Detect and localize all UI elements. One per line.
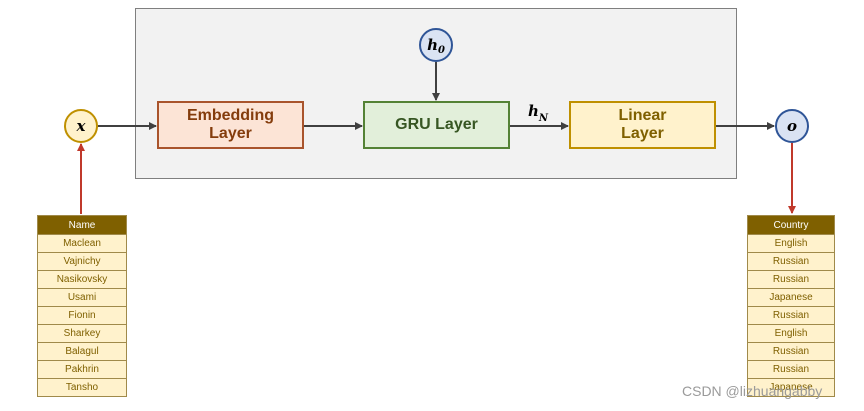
output-node-label: o <box>786 117 797 135</box>
input-node-x: x <box>64 109 98 143</box>
table-row: English <box>747 324 835 343</box>
country-table: Country English Russian Russian Japanese… <box>747 215 835 397</box>
table-row: Russian <box>747 360 835 379</box>
country-cell: Russian <box>747 306 835 325</box>
country-cell: Japanese <box>747 378 835 397</box>
hidden-init-sub: 0 <box>437 44 445 56</box>
table-row: Japanese <box>747 288 835 307</box>
watermark: CSDN @lizhuangabby <box>682 383 823 399</box>
name-cell: Usami <box>37 288 127 307</box>
table-row: Nasikovsky <box>37 270 127 289</box>
table-row: Tansho <box>37 378 127 397</box>
table-row: Maclean <box>37 234 127 253</box>
country-cell: English <box>747 234 835 253</box>
table-row: Pakhrin <box>37 360 127 379</box>
input-node-label: x <box>76 117 86 135</box>
hidden-final-base: h <box>528 102 539 120</box>
name-cell: Balagul <box>37 342 127 361</box>
country-cell: Japanese <box>747 288 835 307</box>
name-cell: Vajnichy <box>37 252 127 271</box>
country-table-header: Country <box>747 215 835 235</box>
country-cell: Russian <box>747 252 835 271</box>
hidden-final-label: hN <box>528 102 548 124</box>
name-table-header: Name <box>37 215 127 235</box>
table-row: Sharkey <box>37 324 127 343</box>
country-cell: Russian <box>747 270 835 289</box>
linear-layer: Linear Layer <box>569 101 716 149</box>
name-cell: Fionin <box>37 306 127 325</box>
hidden-final-sub: N <box>538 113 549 124</box>
country-cell: Russian <box>747 360 835 379</box>
table-row: Russian <box>747 270 835 289</box>
table-row: Fionin <box>37 306 127 325</box>
name-table: Name Maclean Vajnichy Nasikovsky Usami F… <box>37 215 127 397</box>
table-row: Russian <box>747 342 835 361</box>
hidden-init-base: h <box>427 36 438 54</box>
table-row: Vajnichy <box>37 252 127 271</box>
output-node-o: o <box>775 109 809 143</box>
country-cell: English <box>747 324 835 343</box>
table-row: English <box>747 234 835 253</box>
embedding-layer: Embedding Layer <box>157 101 304 149</box>
country-cell: Russian <box>747 342 835 361</box>
embedding-layer-label: Embedding Layer <box>186 107 275 142</box>
linear-layer-label: Linear Layer <box>618 107 667 142</box>
name-cell: Nasikovsky <box>37 270 127 289</box>
name-cell: Sharkey <box>37 324 127 343</box>
gru-layer-label: GRU Layer <box>395 116 478 133</box>
table-row: Usami <box>37 288 127 307</box>
gru-layer: GRU Layer <box>363 101 510 149</box>
table-row: Russian <box>747 252 835 271</box>
name-cell: Pakhrin <box>37 360 127 379</box>
name-cell: Maclean <box>37 234 127 253</box>
table-row: Japanese <box>747 378 835 397</box>
name-cell: Tansho <box>37 378 127 397</box>
table-row: Russian <box>747 306 835 325</box>
table-row: Balagul <box>37 342 127 361</box>
